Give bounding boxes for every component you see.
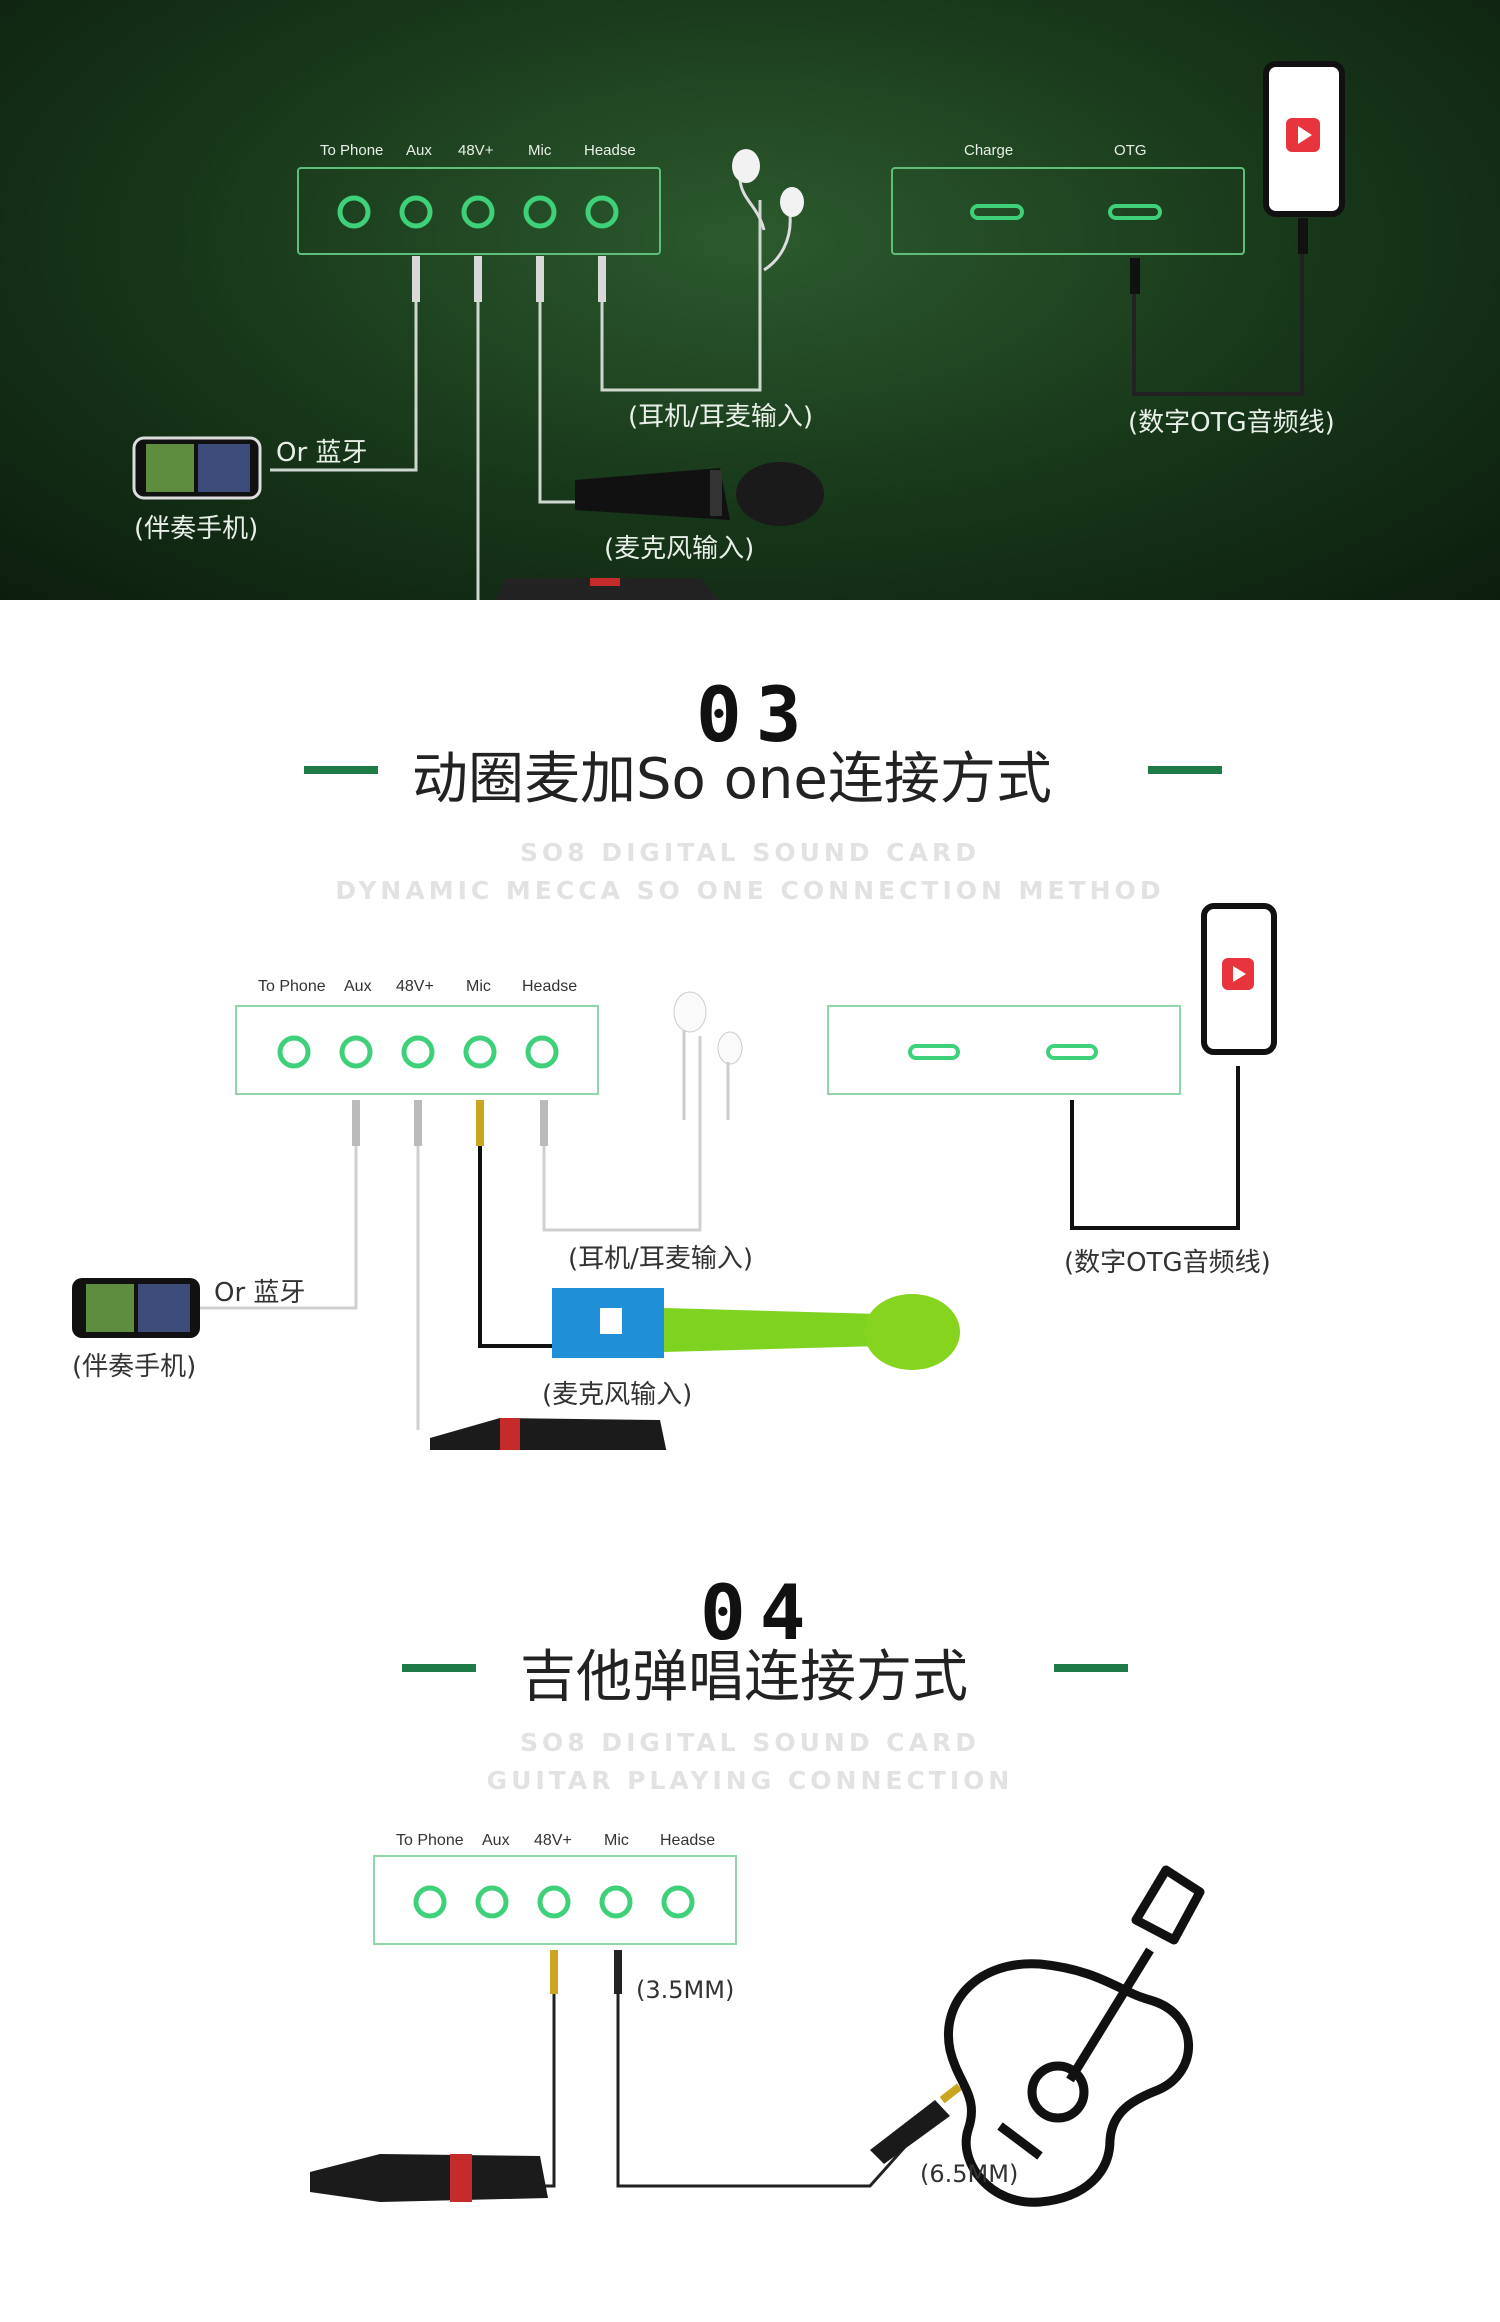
- port-label-charge: Charge: [964, 142, 1014, 159]
- condenser-mic-icon: [495, 578, 720, 600]
- otg-port: [1108, 204, 1162, 220]
- port-row: [337, 195, 619, 229]
- section4-diagram: [310, 1855, 1205, 2207]
- port-headset: [585, 195, 619, 229]
- port-label-to-phone: To Phone: [320, 142, 384, 159]
- cable-headset: [600, 200, 762, 392]
- section-number-04: 04: [700, 1568, 820, 1657]
- title-dash-left: [402, 1664, 476, 1672]
- condenser-mic-icon: [310, 2154, 548, 2202]
- s3-port-label-mic: Mic: [466, 978, 491, 995]
- cable-headset: [542, 1036, 702, 1232]
- jack-3-5mm-label: (3.5MM): [636, 1976, 735, 2004]
- port-label-headset: Headse: [584, 142, 636, 159]
- port-48v: [461, 195, 495, 229]
- otg-card-box: [827, 1005, 1181, 1095]
- otg-cable: [1132, 228, 1304, 396]
- charge-port: [970, 204, 1024, 220]
- plug-3-5mm: [614, 1950, 622, 1994]
- sound-card-box: [373, 1855, 737, 1945]
- port-label-aux: Aux: [406, 142, 432, 159]
- s4-port-label-headset: Headse: [660, 1832, 716, 1849]
- section3-diagram: [72, 903, 1277, 1450]
- port-aux: [399, 195, 433, 229]
- dynamic-mic-icon: [664, 1294, 960, 1370]
- port-row: [413, 1885, 695, 1919]
- s3-port-label-to-phone: To Phone: [258, 978, 326, 995]
- s4-port-label-to-phone: To Phone: [396, 1832, 464, 1849]
- microphone-icon: [575, 462, 824, 526]
- s4-port-label-aux: Aux: [482, 1832, 510, 1849]
- cable-48v: [500, 1950, 556, 2188]
- section-title-04: 吉他弹唱连接方式: [520, 1645, 968, 1710]
- port-label-48v: 48V+: [458, 142, 494, 159]
- s3-port-label-48v: 48V+: [396, 978, 434, 995]
- title-dash-left: [304, 766, 378, 774]
- subtitle-line2: GUITAR PLAYING CONNECTION: [486, 1766, 1014, 1795]
- earphones-icon: [732, 149, 804, 272]
- port-to-phone: [337, 195, 371, 229]
- cable-mic-guitar: [616, 1950, 922, 2188]
- s3-phone-caption: (伴奏手机): [72, 1352, 197, 1382]
- s3-port-label-headset: Headse: [522, 978, 578, 995]
- mic-caption: (麦克风输入): [604, 534, 755, 564]
- top-diagram-graphics: [132, 61, 1345, 600]
- section-title-03: 动圈麦加So one连接方式: [412, 747, 1052, 812]
- port-label-mic: Mic: [528, 142, 552, 159]
- gold-plug: [476, 1100, 484, 1146]
- so-one-box-icon: [552, 1288, 664, 1358]
- phone-right-icon: [1201, 903, 1277, 1055]
- condenser-mic-icon: [430, 1418, 667, 1450]
- cables: [198, 1036, 702, 1430]
- gold-plug: [550, 1950, 558, 1994]
- bluetooth-caption: Or 蓝牙: [276, 438, 368, 468]
- s4-port-label-mic: Mic: [604, 1832, 629, 1849]
- sound-card-box: [297, 167, 661, 255]
- s3-mic-caption: (麦克风输入): [542, 1380, 693, 1410]
- cable-aux: [198, 1100, 358, 1310]
- guitar-icon: [944, 1865, 1205, 2207]
- subtitle-line1: SO8 DIGITAL SOUND CARD: [520, 838, 980, 867]
- port-row: [277, 1035, 559, 1069]
- cable-aux: [270, 262, 418, 472]
- phone-caption: (伴奏手机): [134, 514, 259, 544]
- otg-card-box: [891, 167, 1245, 255]
- cable-mic: [538, 262, 590, 504]
- cable-mic: [478, 1100, 560, 1348]
- jack-6-5mm-label: (6.5MM): [920, 2160, 1019, 2188]
- plugs: [412, 256, 606, 302]
- sound-card-box: [235, 1005, 599, 1095]
- s3-otg-caption: (数字OTG音频线): [1064, 1248, 1271, 1278]
- s4-port-label-48v: 48V+: [534, 1832, 572, 1849]
- title-dash-right: [1148, 766, 1222, 774]
- top-diagram-panel: To Phone Aux 48V+ Mic Headse Charge OTG …: [0, 0, 1500, 600]
- headphone-caption: (耳机/耳麦输入): [628, 402, 814, 432]
- plugs: [352, 1100, 548, 1146]
- title-dash-right: [1054, 1664, 1128, 1672]
- earphones-icon: [673, 991, 743, 1120]
- subtitle-line2: DYNAMIC MECCA SO ONE CONNECTION METHOD: [335, 876, 1165, 905]
- phone-right-icon: [1263, 61, 1345, 217]
- port-label-otg: OTG: [1114, 142, 1147, 159]
- port-mic: [523, 195, 557, 229]
- otg-cable: [1070, 1066, 1240, 1230]
- plug-6-5mm-icon: [870, 2083, 962, 2164]
- s3-port-label-aux: Aux: [344, 978, 372, 995]
- phone-left-icon: [72, 1278, 200, 1338]
- s3-bluetooth-caption: Or 蓝牙: [214, 1278, 306, 1308]
- phone-left-icon: [132, 436, 262, 500]
- otg-caption: (数字OTG音频线): [1128, 408, 1335, 438]
- s3-headphone-caption: (耳机/耳麦输入): [568, 1244, 754, 1274]
- section-number-03: 03: [696, 670, 816, 759]
- subtitle-line1: SO8 DIGITAL SOUND CARD: [520, 1728, 980, 1757]
